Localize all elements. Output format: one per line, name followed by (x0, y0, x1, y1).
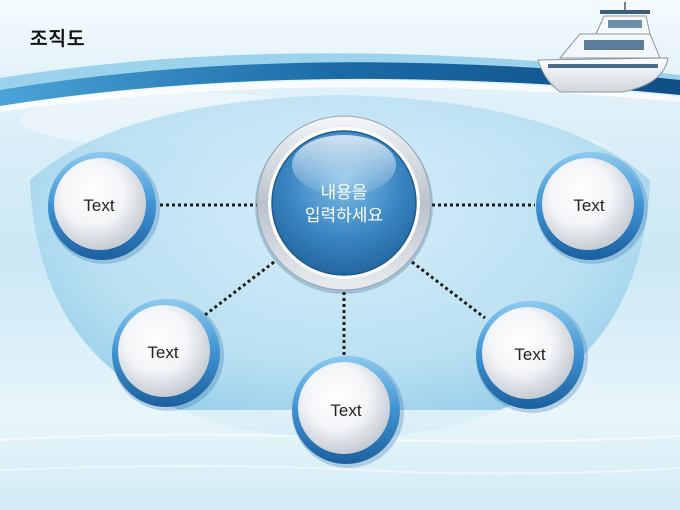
node-left[interactable] (48, 152, 160, 264)
page-title: 조직도 (30, 28, 86, 50)
node-lower-right[interactable] (476, 301, 588, 413)
node-lower-left[interactable] (112, 299, 224, 411)
node-bottom[interactable] (292, 356, 404, 468)
node-right-label: Text (573, 196, 605, 215)
node-lower-right-label: Text (514, 345, 546, 364)
connector-lower-right (411, 260, 486, 320)
center-node-label: 내용을 입력하세요 (276, 182, 412, 228)
node-right[interactable] (536, 152, 648, 264)
node-bottom-label: Text (330, 401, 362, 420)
center-node-line2: 입력하세요 (304, 206, 384, 226)
center-node[interactable] (255, 115, 433, 294)
node-lower-left-label: Text (147, 343, 179, 362)
center-node-line1: 내용을 (320, 183, 368, 203)
connector-lower-left (204, 260, 275, 317)
yacht-image (537, 2, 669, 93)
node-left-label: Text (83, 196, 115, 215)
